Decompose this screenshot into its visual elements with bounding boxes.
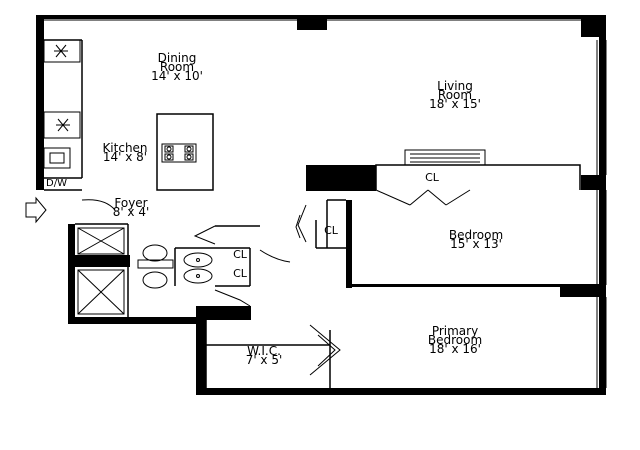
door-swings (81, 189, 471, 376)
entry-arrow-icon (25, 196, 47, 224)
kitchen-name: Kitchen (102, 141, 147, 155)
kitchen-island (156, 113, 214, 191)
snowflake-icon (56, 118, 70, 132)
closet-label: CL (425, 171, 440, 184)
primary-bedroom-name-2: Bedroom (428, 333, 482, 347)
dishwasher-label: D/W (46, 178, 67, 189)
tub (77, 269, 125, 315)
shower (77, 227, 125, 255)
primary-bedroom-name-1: Primary (432, 324, 478, 338)
snowflake-icon (54, 44, 68, 58)
kitchen-size: 14' x 8' (103, 150, 147, 164)
primary-bedroom-size: 18' x 16' (429, 342, 481, 356)
closet-label: CL (233, 248, 248, 261)
kitchen-appliances (43, 39, 81, 169)
living-room-name-1: Living (437, 79, 473, 93)
wic-name: W.I.C. (247, 344, 281, 358)
dining-room-name-2: Room (160, 60, 194, 74)
living-room-size: 18' x 15' (429, 97, 481, 111)
walls (36, 15, 606, 395)
dining-room-name-1: Dining (158, 51, 197, 65)
dining-room-size: 14' x 10' (151, 69, 203, 83)
foyer-size: 8' x 4' (113, 205, 150, 219)
bedroom-name: Bedroom (449, 228, 503, 242)
foyer-name: Foyer (114, 196, 147, 210)
windows (44, 15, 607, 388)
bedroom-size: 15' x 13' (450, 237, 502, 251)
cooktop (161, 143, 197, 163)
closet-label: CL (233, 267, 248, 280)
toilets (137, 244, 174, 289)
sinks (183, 252, 213, 284)
living-room-name-2: Room (438, 88, 472, 102)
closet-label: CL (324, 224, 339, 237)
wic-size: 7' x 5' (246, 353, 283, 367)
fireplace (404, 149, 486, 166)
